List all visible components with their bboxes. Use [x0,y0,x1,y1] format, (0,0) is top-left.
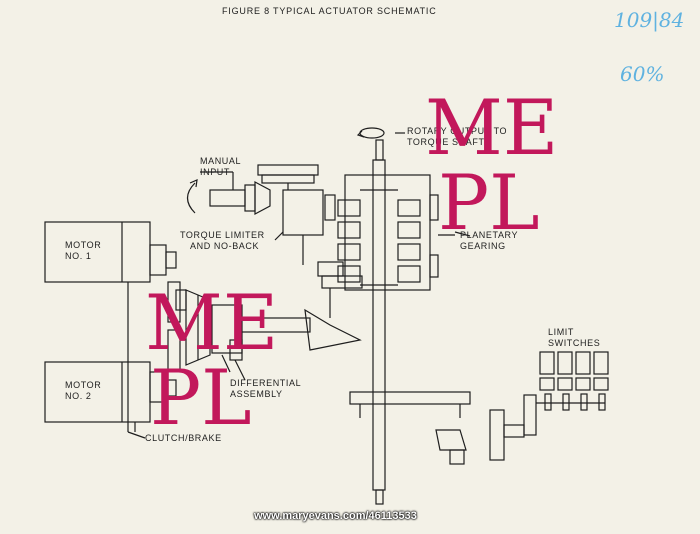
handwritten-ref: 109|84 [614,8,685,32]
motor-1-box [44,221,151,283]
watermark-pl-bottom: PL [150,353,252,442]
label-differential-2: ASSEMBLY [230,389,283,399]
label-manual-input-1: MANUAL [200,156,242,166]
motor-2-box [44,361,151,423]
label-manual-input-2: INPUT [200,167,230,177]
planetary-gearing [344,174,431,291]
label-limit-2: SWITCHES [548,338,601,348]
label-clutch-brake: CLUTCH/BRAKE [145,433,222,443]
label-torque-limiter-1: TORQUE LIMITER [180,230,265,240]
label-motor2-1: MOTOR [65,380,102,390]
credit-url: www.maryevans.com/46113533 [254,510,417,522]
label-differential-1: DIFFERENTIAL [230,378,302,388]
label-limit-1: LIMIT [548,327,575,337]
label-motor1-2: NO. 1 [65,251,92,261]
label-motor2-2: NO. 2 [65,391,92,401]
figure-title: FIGURE 8 TYPICAL ACTUATOR SCHEMATIC [222,6,437,16]
handwritten-pct: 60% [620,62,665,86]
limit-switch-bank [539,351,609,411]
label-torque-limiter-2: AND NO-BACK [190,241,260,251]
watermark-me-bottom: ME [145,278,279,367]
watermark-pl-top: PL [438,158,540,247]
label-planetary-1: PLANETARY [460,230,519,240]
label-rotary-output-2: TORQUE SHAFT [407,137,485,147]
torque-limiter [282,189,324,236]
watermark-me-top: ME [425,83,559,172]
label-rotary-output-1: ROTARY OUTPUT TO [407,126,508,136]
main-torque-shaft [372,159,386,491]
label-motor1-1: MOTOR [65,240,102,250]
label-planetary-2: GEARING [460,241,506,251]
